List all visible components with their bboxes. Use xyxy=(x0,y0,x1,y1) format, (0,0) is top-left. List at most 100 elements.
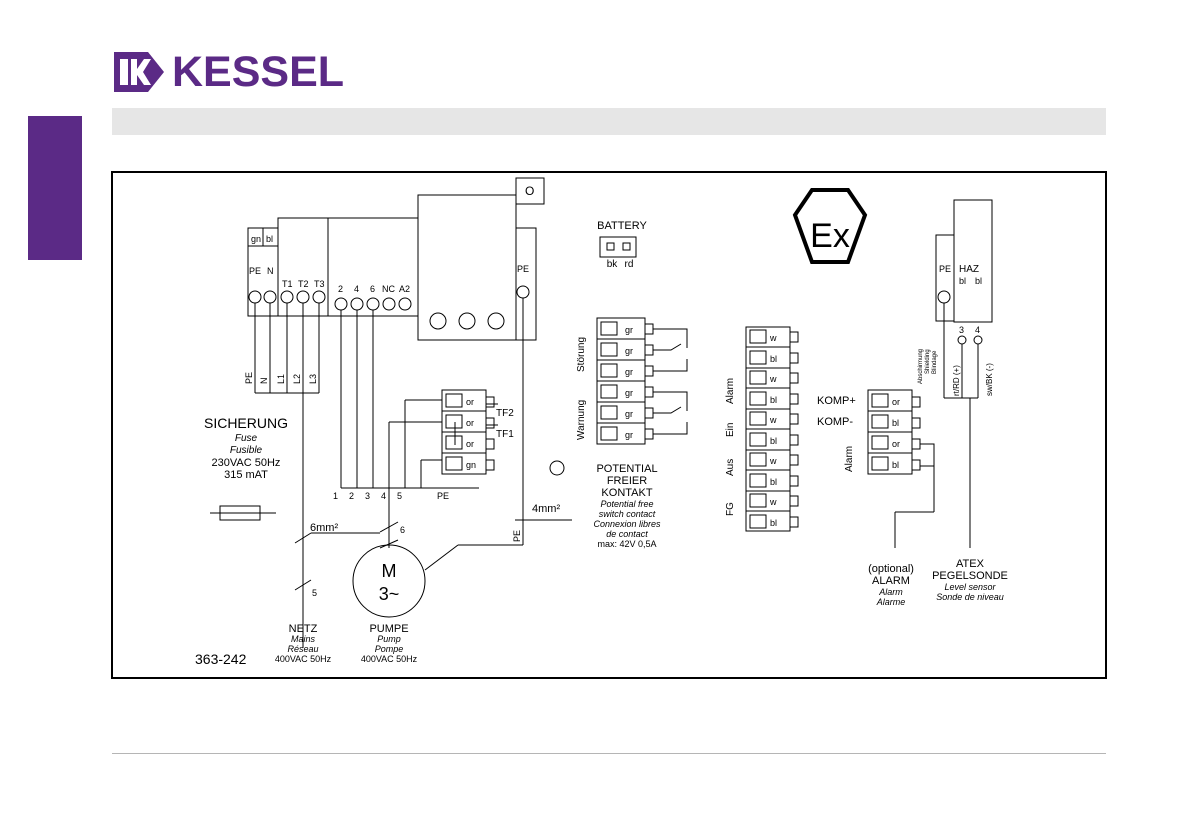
motor-phase: 3~ xyxy=(379,584,400,604)
wire-l1: L1 xyxy=(276,374,286,384)
contactor-t1: T1 xyxy=(282,279,293,289)
tf-terminal-1: or xyxy=(466,397,474,407)
group-fg: FG xyxy=(725,502,736,516)
potential-free-s4: de contact xyxy=(606,529,648,539)
kessel-logo: KESSEL xyxy=(110,48,360,96)
kessel-logo-mark xyxy=(114,52,164,92)
sensor-terminal-3: 3 xyxy=(959,325,964,335)
potential-free-t1: POTENTIAL xyxy=(596,463,657,475)
sensor-haz: HAZ xyxy=(959,264,979,275)
signal-terminal-6: bl xyxy=(770,436,777,446)
pe-cross-section: 4mm² xyxy=(532,503,560,515)
contactor-t2: T2 xyxy=(298,279,309,289)
fuse-rating2: 315 mAT xyxy=(224,469,268,481)
signal-terminal-1: w xyxy=(769,333,777,343)
battery-rd: rd xyxy=(625,259,634,270)
wire-l2: L2 xyxy=(292,374,302,384)
relay-terminal-6: gr xyxy=(625,430,633,440)
mains-title: NETZ xyxy=(289,623,318,635)
fuse-title: SICHERUNG xyxy=(204,415,288,431)
pump-wire-count: 6 xyxy=(400,525,405,535)
signal-terminal-10: bl xyxy=(770,518,777,528)
contactor-t3: T3 xyxy=(314,279,325,289)
tf-terminal-3: or xyxy=(466,439,474,449)
wire-n: N xyxy=(259,378,269,385)
stoerung-label: Störung xyxy=(576,337,587,372)
shield-label-en: Shielding xyxy=(925,349,931,374)
pump-wire-2: 2 xyxy=(349,491,354,501)
komp-plus-label: KOMP+ xyxy=(817,395,856,407)
komp-terminal-4: bl xyxy=(892,460,899,470)
shield-label-de: Abschirmung xyxy=(918,349,924,384)
signal-terminal-5: w xyxy=(769,415,777,425)
wire-l3: L3 xyxy=(308,374,318,384)
relay-6: 6 xyxy=(370,284,375,294)
sensor-t2: PEGELSONDE xyxy=(932,570,1008,582)
tf1-label: TF1 xyxy=(496,429,514,440)
sensor-bl2: bl xyxy=(975,276,982,286)
potential-free-rating: max: 42V 0,5A xyxy=(597,539,656,549)
mains-sub2: Réseau xyxy=(287,644,318,654)
komp-terminal-2: bl xyxy=(892,418,899,428)
pe-terminal-label: PE xyxy=(517,264,529,274)
relay-terminal-5: gr xyxy=(625,409,633,419)
potential-free-t3: KONTAKT xyxy=(601,487,652,499)
optional-alarm-t1: (optional) xyxy=(868,563,914,575)
signal-terminal-7: w xyxy=(769,456,777,466)
mains-wire-count: 5 xyxy=(312,588,317,598)
optional-alarm-s1: Alarm xyxy=(878,587,903,597)
group-ein: Ein xyxy=(725,423,736,437)
relay-terminal-2: gr xyxy=(625,346,633,356)
fuse-sub2: Fusible xyxy=(230,445,263,456)
wiring-diagram: gn bl PE N T1 T2 T3 2 4 6 NC A2 PE O PE … xyxy=(111,171,1107,679)
pump-title: PUMPE xyxy=(369,623,408,635)
battery-bk: bk xyxy=(607,259,619,270)
brand-name: KESSEL xyxy=(172,48,345,96)
komp-alarm-label: Alarm xyxy=(844,446,855,472)
section-tab xyxy=(28,116,82,260)
warnung-label: Warnung xyxy=(576,400,587,440)
komp-terminal-1: or xyxy=(892,397,900,407)
pump-sub2: Pompe xyxy=(375,644,404,654)
relay-2: 2 xyxy=(338,284,343,294)
mains-rating: 400VAC 50Hz xyxy=(275,654,332,664)
signal-terminal-4: bl xyxy=(770,395,777,405)
pump-wire-1: 1 xyxy=(333,491,338,501)
box-o-label: O xyxy=(525,184,534,198)
sensor-wire-plus: rt/RD (+) xyxy=(952,365,961,396)
sensor-t1: ATEX xyxy=(956,558,985,570)
mains-sub1: Mains xyxy=(291,634,316,644)
tf-terminal-2: or xyxy=(466,418,474,428)
mains-cross-section: 6mm² xyxy=(310,522,338,534)
sensor-s1: Level sensor xyxy=(944,582,996,592)
fuse-sub1: Fuse xyxy=(235,433,258,444)
potential-free-s1: Potential free xyxy=(600,499,653,509)
relay-a2: A2 xyxy=(399,284,410,294)
wire-pe: PE xyxy=(244,372,254,384)
pump-wire-pe: PE xyxy=(437,491,449,501)
potential-free-s2: switch contact xyxy=(599,509,656,519)
signal-terminal-9: w xyxy=(769,497,777,507)
sensor-pe: PE xyxy=(939,264,951,274)
relay-terminal-1: gr xyxy=(625,325,633,335)
potential-free-s3: Connexion libres xyxy=(593,519,661,529)
battery-title: BATTERY xyxy=(597,220,647,232)
signal-terminal-8: bl xyxy=(770,477,777,487)
relay-nc: NC xyxy=(382,284,395,294)
signal-terminal-2: bl xyxy=(770,354,777,364)
pe-vertical-label: PE xyxy=(512,530,522,542)
header-bar xyxy=(112,108,1106,135)
komp-terminal-3: or xyxy=(892,439,900,449)
mains-label-pe: PE xyxy=(249,266,261,276)
pump-wire-4: 4 xyxy=(381,491,386,501)
relay-terminal-3: gr xyxy=(625,367,633,377)
relay-4: 4 xyxy=(354,284,359,294)
tf2-label: TF2 xyxy=(496,408,514,419)
fuse-rating1: 230VAC 50Hz xyxy=(212,457,281,469)
pump-sub1: Pump xyxy=(377,634,401,644)
sensor-s2: Sonde de niveau xyxy=(936,592,1004,602)
relay-terminal-4: gr xyxy=(625,388,633,398)
pump-wire-3: 3 xyxy=(365,491,370,501)
mains-label-n: N xyxy=(267,266,274,276)
ex-symbol: Ex xyxy=(810,217,850,255)
